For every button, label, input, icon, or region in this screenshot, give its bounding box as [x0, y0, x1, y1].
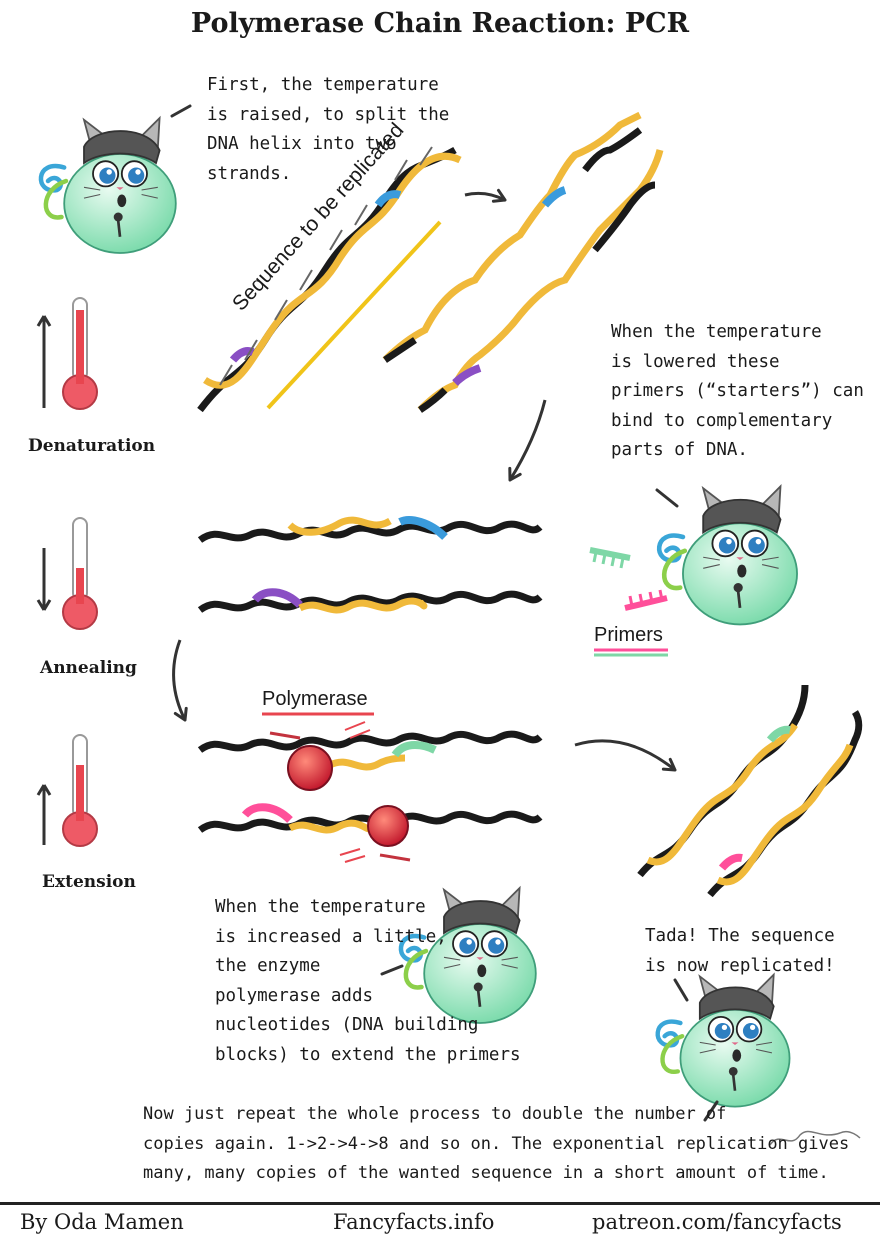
annealing-strands: [197, 516, 543, 614]
arrow-icon: [508, 399, 547, 481]
replicated-helix-1: [637, 684, 809, 878]
cat-mascot-icon: [659, 486, 797, 624]
polymerase-label: Polymerase: [262, 688, 368, 710]
extension-note: When the temperature is increased a litt…: [215, 897, 521, 1065]
arrow-icon: [464, 191, 506, 202]
thermometer-up-icon: [36, 297, 98, 410]
page-title: Polymerase Chain Reaction: PCR: [190, 8, 690, 39]
cat-mascot-icon: [41, 118, 176, 253]
polymerase-enzyme: [367, 805, 409, 847]
step-annealing: Annealing: [40, 658, 137, 678]
separated-strand-top: [382, 111, 642, 363]
step-extension: Extension: [42, 872, 136, 892]
denaturation-note: First, the temperature is raised, to spl…: [207, 75, 450, 184]
primers-label: Primers: [594, 624, 663, 646]
footer-author: By Oda Mamen: [20, 1210, 184, 1234]
primer-green: [589, 547, 631, 569]
primer-pink: [624, 589, 668, 611]
annealing-note: When the temperature is lowered these pr…: [611, 322, 864, 460]
repeat-note: Now just repeat the whole process to dou…: [143, 1104, 850, 1183]
thermometer-down-icon: [36, 517, 98, 630]
step-denaturation: Denaturation: [28, 436, 156, 456]
artist-signature: [769, 1130, 861, 1146]
arrow-icon: [172, 639, 187, 721]
footer-bar: [0, 1202, 880, 1248]
sequence-underline: [266, 220, 442, 410]
footer-patreon-link[interactable]: patreon.com/fancyfacts: [592, 1210, 842, 1234]
thermometer-up-icon: [36, 734, 98, 847]
polymerase-enzyme: [287, 745, 333, 791]
dna-double-helix: [197, 146, 462, 413]
cat-mascot-icon: [658, 975, 790, 1107]
result-note: Tada! The sequence is now replicated!: [645, 926, 835, 976]
replicated-helix-2: [707, 710, 863, 898]
arrow-icon: [574, 739, 676, 772]
footer-site-link[interactable]: Fancyfacts.info: [333, 1210, 495, 1234]
